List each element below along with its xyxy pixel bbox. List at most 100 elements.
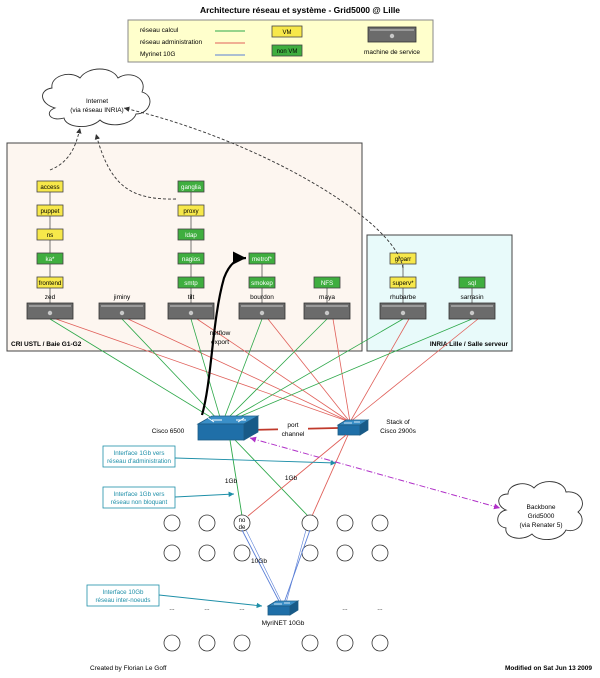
callout-internode-arrow [158, 594, 263, 609]
compute-node [301, 544, 319, 562]
machine-tilt: tilt [167, 294, 215, 320]
compute-nodes: node............... [163, 514, 389, 652]
vm-label-ldap: ldap [185, 232, 197, 239]
port-channel-sublabel: channel [282, 431, 305, 438]
cisco-2900-stack-icon [336, 419, 370, 436]
backbone-cloud: Backbone Grid5000 (via Renater 5) [497, 481, 583, 540]
callout-admin-sublabel: réseau d'administration [107, 458, 171, 465]
myrinet-link-node2 [283, 529, 311, 604]
machine-label-bourdon: bourdon [250, 294, 274, 301]
myrinet-link-node1b [245, 529, 283, 604]
link-admin-sarrasin [349, 318, 479, 423]
machine-bourdon: bourdon [238, 294, 286, 320]
diagram-title: Architecture réseau et système - Grid500… [200, 5, 400, 15]
one-gb-left-label: 1Gb [225, 478, 238, 485]
cisco-6500-label: Cisco 6500 [152, 428, 185, 435]
backbone-sublabel: Grid5000 [528, 513, 555, 520]
compute-node [371, 514, 389, 532]
compute-node [301, 634, 319, 652]
legend-nonvm-swatch [271, 44, 303, 57]
vm-box-ka [36, 252, 64, 265]
compute-node [198, 544, 216, 562]
link-compute-zed [49, 318, 223, 425]
vm-box-nagios [177, 252, 205, 265]
vm-label-ns: ns [47, 232, 54, 239]
node-ellipsis: ... [204, 605, 210, 612]
compute-node [336, 544, 354, 562]
network-links [49, 318, 479, 425]
machine-label-maya: maya [319, 294, 335, 301]
compute-node [233, 634, 251, 652]
link-compute-tilt [190, 318, 223, 425]
footer-modified: Modified on Sat Jun 13 2009 [505, 665, 592, 672]
vm-label-groarr: groarr [395, 256, 412, 263]
myrinet-link-node1 [241, 529, 281, 604]
vm-label-ka: ka* [46, 256, 56, 263]
internet-label: Internet [86, 98, 108, 105]
machine-label-sarrasin: sarrasin [460, 294, 484, 301]
one-gb-right-label: 1Gb [285, 475, 298, 482]
vm-label-puppet: puppet [41, 208, 60, 215]
ten-gb-label: 10Gb [251, 558, 267, 565]
machine-zed: zed [26, 294, 74, 320]
callout-nonblocking: Interface 1Gb vers réseau non bloquant [102, 486, 235, 509]
legend-admin-label: réseau administration [140, 39, 203, 46]
vm-label-nfs: NFS [321, 280, 333, 287]
legend-myrinet-label: Myrinet 10G [140, 51, 175, 58]
link-compute-bourdon [221, 318, 263, 425]
vm-box-ganglia [177, 180, 205, 193]
compute-node [336, 634, 354, 652]
port-channel-label: port [287, 422, 298, 429]
vm-box-frontend [36, 276, 64, 289]
vm-stack-maya: NFS [313, 276, 341, 303]
vm-box-nfs [313, 276, 341, 289]
netflow-export-arrow [200, 251, 247, 416]
compute-node [336, 514, 354, 532]
vm-box-puppet [36, 204, 64, 217]
compute-node [198, 514, 216, 532]
vm-box-smokep [248, 276, 276, 289]
node-label: no [239, 518, 246, 524]
backbone-renater-label: (via Renater 5) [520, 522, 563, 529]
link-compute-sarrasin [221, 318, 473, 425]
backbone-label: Backbone [527, 504, 556, 511]
link-admin-jiminy [127, 318, 351, 423]
vm-box-groarr [389, 252, 417, 265]
callout-admin-label: Interface 1Gb vers [114, 450, 165, 457]
myrinet-links [241, 529, 311, 604]
legend-service-machine-icon [367, 26, 417, 43]
access-to-internet-arrow [49, 127, 82, 171]
machine-label-rhubarbe: rhubarbe [390, 294, 416, 301]
myrinet-link-node2b [285, 529, 307, 604]
machine-label-zed: zed [45, 294, 56, 301]
vm-label-sql: sql [468, 280, 476, 287]
compute-node [371, 634, 389, 652]
netflow-label: netflow [210, 330, 231, 337]
callout-nonblocking-label: Interface 1Gb vers [114, 491, 165, 498]
vm-box-smtp [177, 276, 205, 289]
vm-box-access [36, 180, 64, 193]
callout-internode: Interface 10Gb réseau inter-noeuds [86, 584, 263, 609]
myrinet-switch-icon [266, 600, 300, 616]
callout-internode-box [86, 584, 160, 607]
stack-sublabel: Cisco 2900s [380, 428, 417, 435]
compute-node [233, 514, 251, 532]
region-cri-box [6, 142, 363, 352]
myrinet-label: MyriNET 10Gb [262, 620, 305, 627]
callout-admin-box [102, 445, 176, 468]
node-ellipsis: ... [342, 605, 348, 612]
compute-node [301, 514, 319, 532]
vm-label-smokep: smokep [251, 280, 273, 287]
stack-to-node2-admin-link [311, 434, 349, 517]
backbone-link [249, 436, 501, 510]
internet-cloud: Internet (via réseau INRIA) [42, 68, 151, 127]
callout-nonblocking-sublabel: réseau non bloquant [111, 499, 168, 506]
link-compute-rhubarbe [221, 318, 404, 425]
vm-stack-sarrasin: sql [458, 276, 486, 303]
machine-rhubarbe: rhubarbe [379, 294, 427, 320]
link-admin-zed [55, 318, 351, 423]
